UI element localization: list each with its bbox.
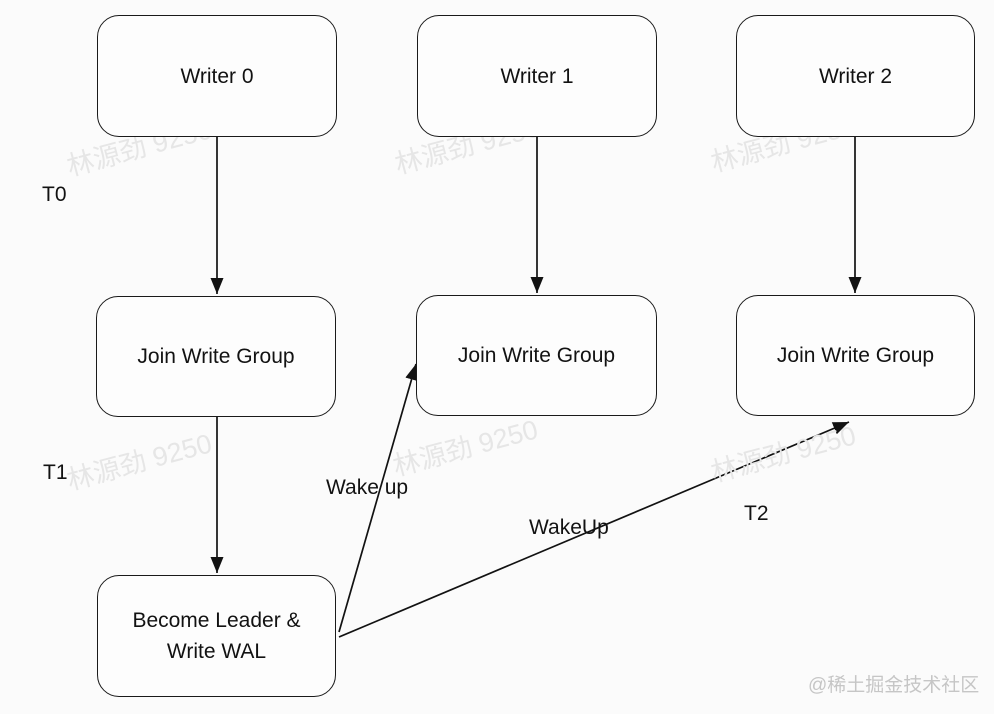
node-become-leader: Become Leader & Write WAL bbox=[97, 575, 336, 697]
node-writer-0-label: Writer 0 bbox=[180, 64, 254, 88]
node-join-write-group-0: Join Write Group bbox=[96, 296, 336, 417]
node-join-write-group-1: Join Write Group bbox=[416, 295, 657, 416]
node-join-write-group-0-label: Join Write Group bbox=[137, 345, 295, 368]
edge-label-wakeup: WakeUp bbox=[529, 516, 609, 539]
node-writer-1: Writer 1 bbox=[417, 15, 657, 137]
node-join-write-group-1-label: Join Write Group bbox=[457, 344, 616, 367]
node-writer-2: Writer 2 bbox=[736, 15, 975, 137]
node-writer-1-label: Writer 1 bbox=[500, 64, 574, 88]
watermark-text: 林源劲 9250 bbox=[707, 420, 860, 488]
timeline-label-t0: T0 bbox=[42, 183, 67, 206]
watermark-text: 林源劲 9250 bbox=[389, 414, 542, 482]
watermark-text: 林源劲 9250 bbox=[63, 428, 216, 496]
timeline-label-t2: T2 bbox=[744, 502, 769, 525]
node-join-write-group-2: Join Write Group bbox=[736, 295, 975, 416]
node-become-leader-label-line1: Become Leader & bbox=[132, 609, 301, 632]
node-join-write-group-2-label: Join Write Group bbox=[776, 344, 935, 367]
credit-watermark: @稀土掘金技术社区 bbox=[808, 675, 980, 696]
edge-label-wake-up: Wake up bbox=[326, 476, 409, 499]
timeline-label-t1: T1 bbox=[43, 461, 68, 484]
node-writer-0: Writer 0 bbox=[97, 15, 337, 137]
node-writer-2-label: Writer 2 bbox=[818, 64, 893, 88]
node-become-leader-label-line2: Write WAL bbox=[166, 640, 267, 663]
